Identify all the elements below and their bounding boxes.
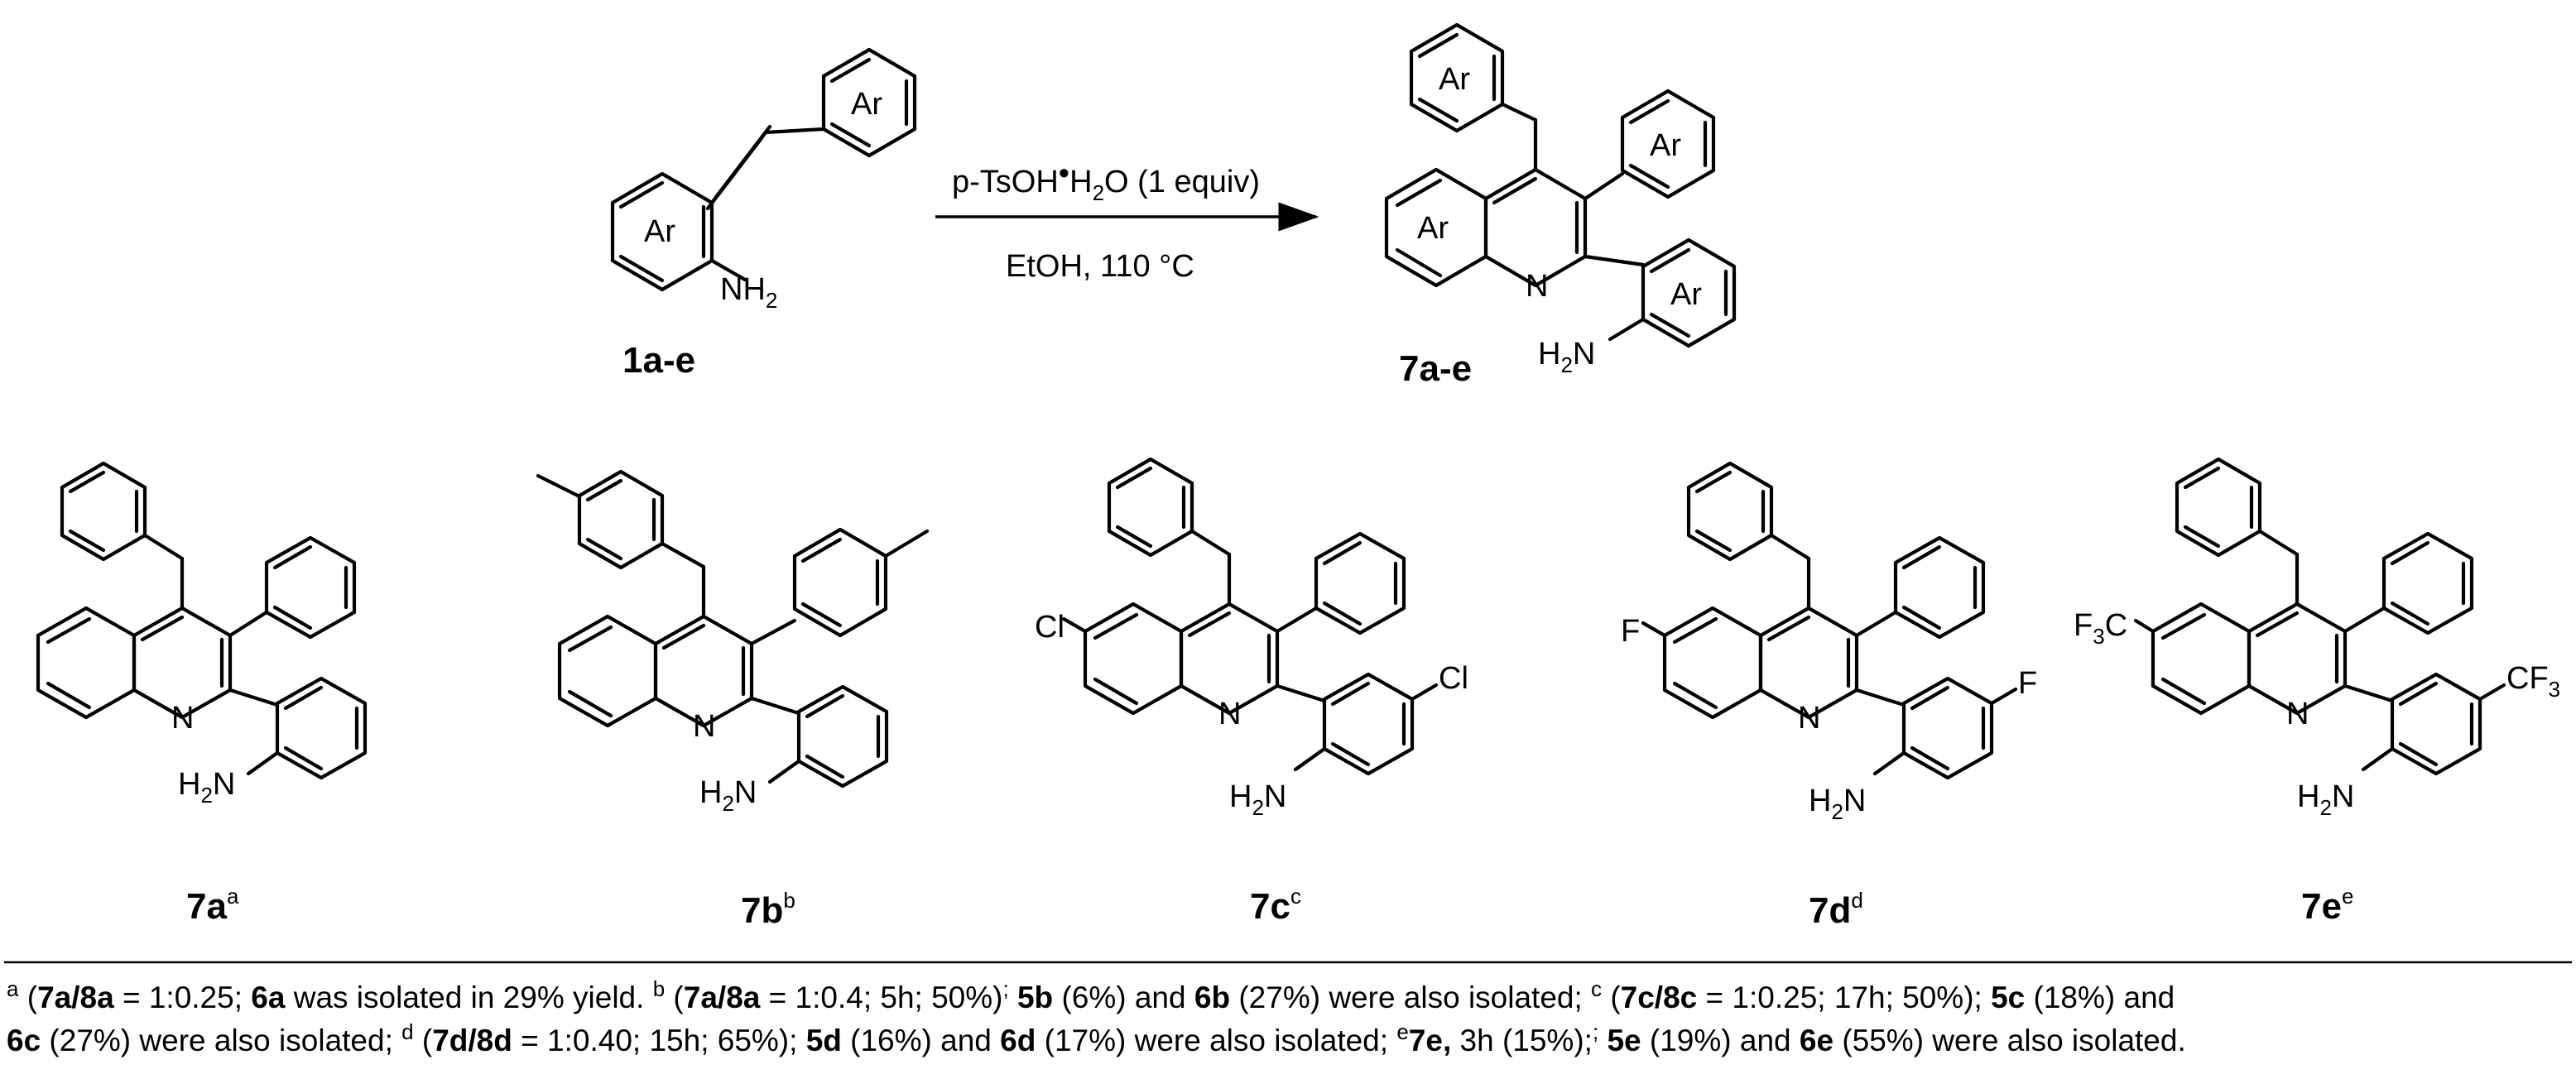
product-id: 7a-e [1399,348,1472,389]
footnote-line-1: a (7a/8a = 1:0.25; 6a was isolated in 29… [7,976,2175,1014]
compound-7b-structure [536,469,930,789]
reactant-amine-label: NH2 [720,272,777,313]
compound-7d-structure [1641,461,2018,780]
product-7a-e [1384,22,1737,348]
compound-7e-ring-n: N [2286,697,2309,731]
product-ar-label-c3: Ar [1650,128,1681,163]
compound-7d-amine: H2N [1809,784,1866,824]
compound-7a-structure [36,461,368,780]
product-ar-label-benzyl: Ar [1439,62,1470,97]
compound-7a-amine: H2N [178,767,235,808]
compound-7e-amine: H2N [2297,779,2354,820]
compound-7e-label: 7ee [2301,884,2353,927]
compound-7c-cl-right: Cl [1439,661,1468,696]
reagent-label: p-TsOH•H2O (1 equiv) [952,156,1260,205]
compound-7c-structure [1061,457,1439,776]
compound-7d-label: 7dd [1809,888,1863,931]
conditions-label: EtOH, 110 °C [1006,249,1194,284]
compound-7b-amine: H2N [699,775,757,816]
compound-7b-label: 7bb [741,888,795,931]
compound-7c-amine: H2N [1229,779,1286,820]
product-amine-label: H2N [1538,337,1595,377]
compound-7a-label: 7aa [186,884,239,927]
compound-7b-ring-n: N [693,709,715,744]
compound-7e-cf3-left: F3C [2074,608,2127,649]
product-ar-label-benzo: Ar [1417,211,1449,246]
compound-7a-ring-n: N [171,701,194,736]
compound-7c-cl-left: Cl [1035,610,1065,645]
compound-7e-structure [2133,457,2506,776]
compound-7d-ring-n: N [1798,701,1820,736]
compound-7c-label: 7cc [1250,884,1301,927]
reactant-ar-label-lower: Ar [644,214,675,249]
compound-7d-f-left: F [1621,614,1640,649]
compound-7d-f-right: F [2018,666,2037,701]
footnote-line-2: 6c (27%) were also isolated; d (7d/8d = … [7,1019,2186,1057]
product-ring-n: N [1526,269,1548,304]
compound-7c-ring-n: N [1218,697,1241,731]
compound-7e-cf3-right: CF3 [2506,661,2560,702]
reactant-ar-label-upper: Ar [851,87,882,122]
product-ar-label-aniline: Ar [1670,277,1702,312]
reactant-id: 1a-e [622,340,695,381]
reactant-1a-e [610,47,917,292]
